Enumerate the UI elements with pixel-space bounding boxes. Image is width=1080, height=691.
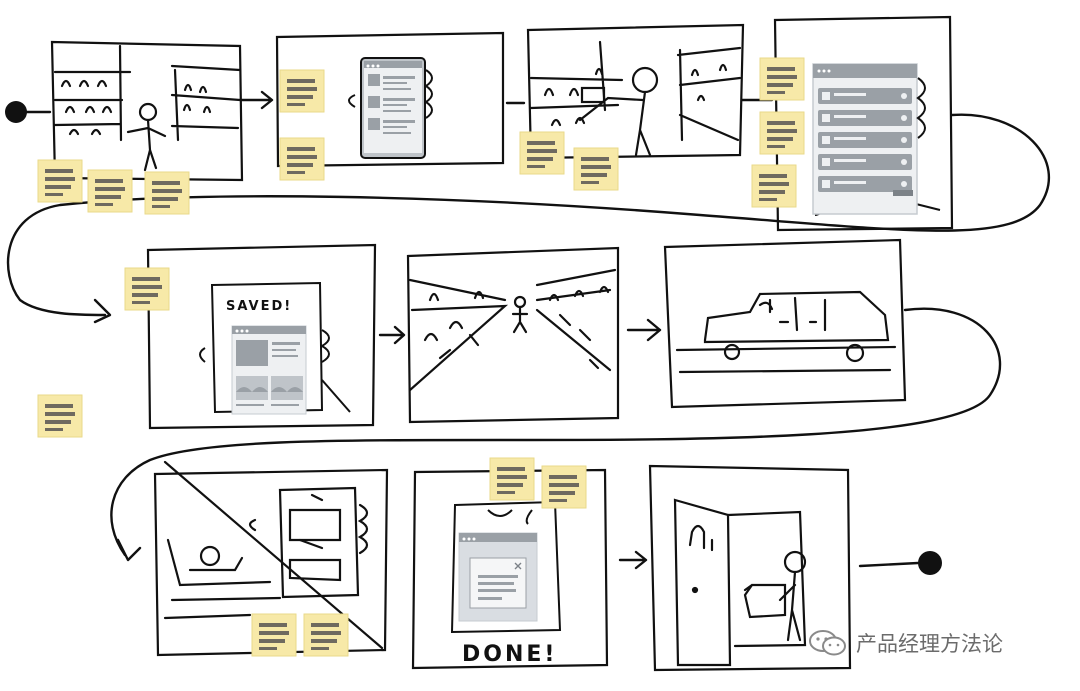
frame-tablet-item-list	[773, 15, 954, 232]
start-node	[5, 101, 27, 123]
frame-tablet-product-list	[275, 31, 505, 168]
watermark: 产品经理方法论	[808, 626, 1068, 660]
frame-package-delivered-at-door	[648, 464, 852, 672]
frame-browsing-store-shelves	[50, 40, 244, 182]
frame-tablet-done: DONE!	[411, 468, 609, 670]
frame-tablet-saved: SAVED!	[146, 243, 377, 430]
done-label: DONE!	[462, 642, 557, 667]
frame-picking-item-from-shelf	[526, 23, 745, 160]
end-node	[918, 551, 942, 575]
frame-car-drive	[663, 238, 907, 409]
watermark-text: 产品经理方法论	[856, 632, 1003, 656]
saved-label: SAVED!	[226, 299, 292, 314]
frame-walking-out-of-store	[406, 246, 620, 424]
flow-connector	[5, 90, 1051, 575]
wechat-icon	[809, 630, 846, 656]
